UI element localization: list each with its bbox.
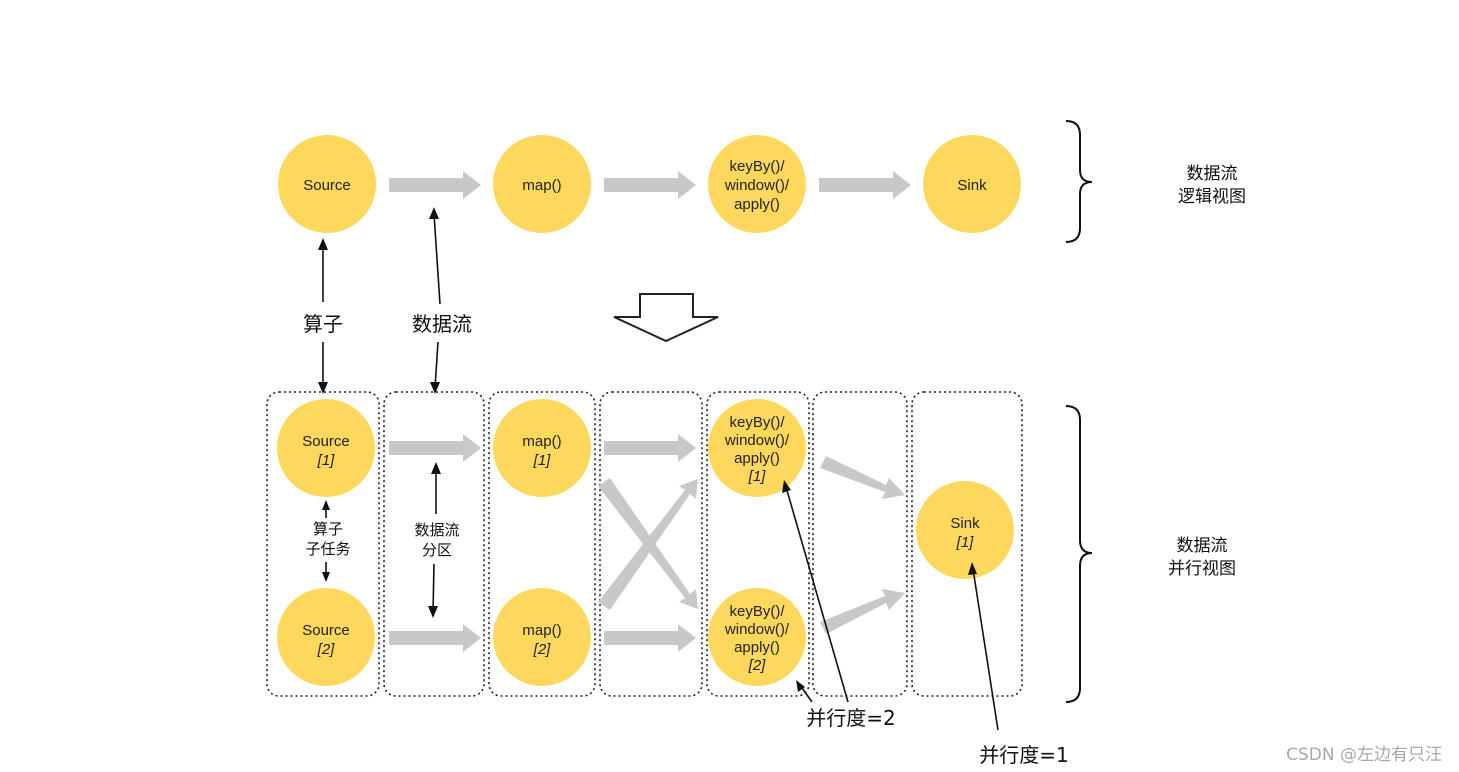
logical-view-brace [1065, 120, 1093, 243]
svg-text:keyBy()/: keyBy()/ [729, 603, 785, 620]
svg-text:window()/: window()/ [724, 177, 790, 194]
logical-node-keyby: keyBy()/ window()/ apply() [708, 135, 806, 233]
partition-box-source [266, 391, 380, 697]
parallelism-1-label: 并行度=1 [979, 743, 1068, 767]
svg-text:map(): map() [522, 622, 561, 639]
arrowhead [428, 606, 438, 618]
stream-label: 数据流 [412, 312, 472, 336]
arrowhead [322, 500, 330, 510]
svg-text:[1]: [1] [317, 452, 336, 469]
parallel-arrow-map1-keyby1 [604, 434, 696, 462]
svg-text:apply(): apply() [734, 450, 780, 467]
logical-node-map: map() [493, 135, 591, 233]
svg-text:window()/: window()/ [724, 432, 790, 449]
stream-arrow-down [434, 341, 439, 389]
parallel-arrow-map2-keyby2 [604, 624, 696, 652]
parallel-node-keyby-2: keyBy()/ window()/ apply() [2] [708, 588, 806, 686]
parallelism1-pointer [972, 568, 999, 731]
subtask-label-line1: 算子 [313, 520, 343, 538]
partition-box-stream-2 [599, 391, 703, 697]
svg-text:keyBy()/: keyBy()/ [729, 414, 785, 431]
partition-arrow-down [432, 563, 435, 613]
svg-text:apply(): apply() [734, 639, 780, 656]
logical-arrow-1 [389, 171, 481, 199]
logical-view-label-line1: 数据流 [1187, 164, 1238, 184]
arrowhead [430, 382, 440, 394]
parallel-node-sink-1: Sink [1] [916, 481, 1014, 579]
svg-text:[1]: [1] [533, 452, 552, 469]
logical-node-sink: Sink [923, 135, 1021, 233]
svg-text:map(): map() [522, 177, 561, 194]
parallel-view-label-line1: 数据流 [1177, 536, 1228, 556]
arrowhead [968, 562, 977, 575]
svg-text:[2]: [2] [317, 641, 336, 658]
arrowhead [318, 238, 328, 250]
parallel-node-source-2: Source [2] [277, 588, 375, 686]
arrowhead [431, 462, 441, 474]
arrowhead [782, 480, 791, 493]
svg-text:apply(): apply() [734, 196, 780, 213]
svg-text:[2]: [2] [748, 657, 767, 674]
svg-text:[1]: [1] [956, 534, 975, 551]
shuffle-arrow-up [598, 479, 698, 610]
logical-view-label-line2: 逻辑视图 [1178, 187, 1246, 207]
svg-text:Sink: Sink [957, 177, 987, 194]
partition-box-sink [911, 391, 1023, 697]
stream-arrow-up [433, 213, 441, 305]
arrowhead [322, 572, 330, 582]
arrowhead [318, 382, 328, 394]
partition-label-line2: 分区 [422, 541, 452, 559]
partition-box-keyby [706, 391, 810, 697]
svg-text:Sink: Sink [950, 515, 980, 532]
arrowhead [796, 680, 805, 692]
partition-box-map [488, 391, 596, 697]
watermark: CSDN @左边有只汪 [1286, 745, 1442, 765]
parallel-arrow-keyby2-sink [820, 589, 905, 634]
annotations: 算子 数据流 [303, 207, 719, 394]
parallel-node-map-1: map() [1] [493, 399, 591, 497]
operator-label: 算子 [303, 312, 343, 336]
parallel-arrow-source1-map1 [389, 434, 481, 462]
parallel-node-source-1: Source [1] [277, 399, 375, 497]
parallelism-2-label: 并行度=2 [806, 706, 895, 730]
logical-arrow-2 [604, 171, 696, 199]
logical-arrow-3 [819, 171, 911, 199]
arrowhead [429, 207, 439, 219]
parallel-view: Source [1] Source [2] map() [1] map() [2… [266, 391, 1236, 767]
svg-text:Source: Source [303, 177, 351, 194]
parallel-node-map-2: map() [2] [493, 588, 591, 686]
parallel-view-brace [1065, 405, 1093, 703]
svg-text:map(): map() [522, 433, 561, 450]
svg-text:[2]: [2] [533, 641, 552, 658]
svg-text:window()/: window()/ [724, 621, 790, 638]
svg-text:keyBy()/: keyBy()/ [729, 158, 785, 175]
parallelism2-pointer-top [785, 486, 849, 703]
transform-down-arrow-icon [613, 293, 719, 343]
svg-text:[1]: [1] [748, 468, 767, 485]
subtask-label-line2: 子任务 [305, 540, 350, 558]
logical-view: Source map() keyBy()/ window()/ apply() … [278, 120, 1246, 243]
partition-label-line1: 数据流 [414, 521, 459, 539]
logical-node-source: Source [278, 135, 376, 233]
parallel-view-label-line2: 并行视图 [1168, 559, 1236, 579]
svg-text:Source: Source [302, 622, 350, 639]
svg-text:Source: Source [302, 433, 350, 450]
partition-box-stream-1 [383, 391, 485, 697]
parallel-node-keyby-1: keyBy()/ window()/ apply() [1] [708, 399, 806, 497]
parallel-arrow-source2-map2 [389, 624, 481, 652]
parallel-arrow-keyby1-sink [820, 456, 905, 499]
partition-box-stream-3 [812, 391, 908, 697]
